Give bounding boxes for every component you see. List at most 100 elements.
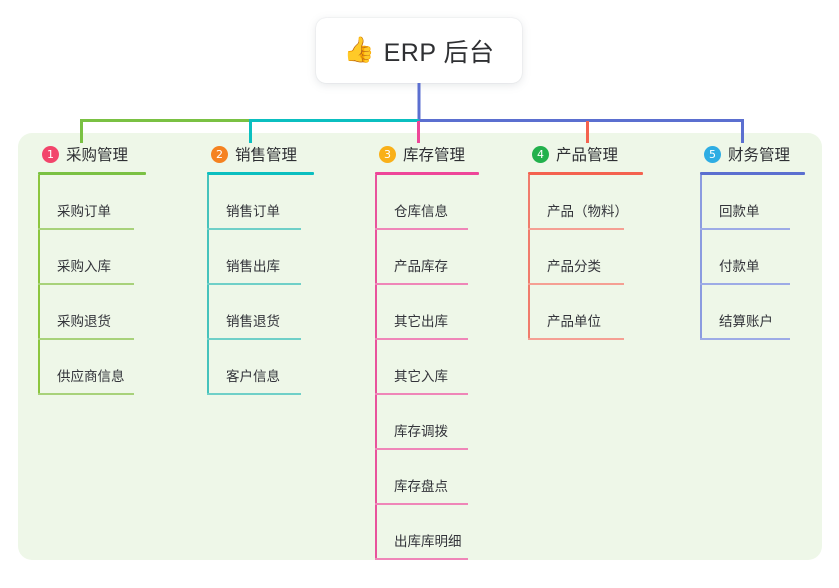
branch-header-rule: [700, 172, 805, 175]
branch-header-rule: [207, 172, 314, 175]
branch-item[interactable]: 结算账户: [700, 285, 805, 340]
branch-title: 库存管理: [403, 147, 466, 164]
branch-item[interactable]: 付款单: [700, 230, 805, 285]
branch-items: 回款单付款单结算账户: [700, 175, 805, 340]
branch-items: 采购订单采购入库采购退货供应商信息: [38, 175, 146, 395]
branch-column-采购管理: 1 采购管理采购订单采购入库采购退货供应商信息: [38, 143, 146, 395]
branch-column-财务管理: 5 财务管理回款单付款单结算账户: [700, 143, 805, 340]
branch-item[interactable]: 产品单位: [528, 285, 643, 340]
branch-item[interactable]: 库存调拨: [375, 395, 479, 450]
branch-title: 销售管理: [235, 147, 298, 164]
branch-item-label: 结算账户: [719, 314, 773, 329]
branch-items: 仓库信息产品库存其它出库其它入库库存调拨库存盘点出库库明细: [375, 175, 479, 560]
branch-item-label: 出库库明细: [394, 534, 462, 549]
branch-item-label: 供应商信息: [57, 369, 125, 384]
branch-header-库存管理[interactable]: 3 库存管理: [375, 143, 479, 165]
branch-item-label: 采购订单: [57, 204, 111, 219]
branch-item-rule: [375, 448, 468, 450]
branch-item-rule: [375, 283, 468, 285]
branch-title: 采购管理: [66, 147, 129, 164]
branch-header-采购管理[interactable]: 1 采购管理: [38, 143, 146, 165]
branch-index-badge: 1: [42, 145, 59, 163]
branch-header-财务管理[interactable]: 5 财务管理: [700, 143, 805, 165]
branch-header-销售管理[interactable]: 2 销售管理: [207, 143, 314, 165]
branch-item[interactable]: 出库库明细: [375, 505, 479, 560]
thumbs-up-icon: 👍: [343, 36, 375, 64]
branch-item-label: 仓库信息: [394, 204, 448, 219]
branch-item-rule: [375, 558, 468, 560]
branch-item-label: 产品库存: [394, 259, 448, 274]
branch-item-rule: [38, 283, 134, 285]
branch-item-label: 采购退货: [57, 314, 111, 329]
root-node-content: 👍 ERP 后台: [343, 33, 494, 69]
branch-item-label: 销售退货: [226, 314, 280, 329]
branch-item-label: 销售出库: [226, 259, 280, 274]
branch-item[interactable]: 销售出库: [207, 230, 314, 285]
branch-header-产品管理[interactable]: 4 产品管理: [528, 143, 643, 165]
branch-column-库存管理: 3 库存管理仓库信息产品库存其它出库其它入库库存调拨库存盘点出库库明细: [375, 143, 479, 560]
branch-spine: [38, 175, 40, 395]
branch-index-badge: 3: [379, 145, 396, 163]
branch-item-rule: [528, 338, 624, 340]
branch-spine: [207, 175, 209, 395]
branch-item[interactable]: 产品库存: [375, 230, 479, 285]
branch-header-rule: [375, 172, 479, 175]
branch-item-rule: [528, 283, 624, 285]
branch-item-label: 其它入库: [394, 369, 448, 384]
branch-item-rule: [207, 393, 301, 395]
branch-item-label: 产品（物料）: [547, 204, 628, 219]
branch-header-rule: [38, 172, 146, 175]
branch-item[interactable]: 回款单: [700, 175, 805, 230]
branch-item[interactable]: 销售订单: [207, 175, 314, 230]
branch-item-label: 销售订单: [226, 204, 280, 219]
branch-item-rule: [375, 393, 468, 395]
branch-item-rule: [38, 393, 134, 395]
branch-spine: [700, 175, 702, 340]
branch-item[interactable]: 供应商信息: [38, 340, 146, 395]
branch-item-rule: [375, 338, 468, 340]
branch-items: 销售订单销售出库销售退货客户信息: [207, 175, 314, 395]
branch-item-rule: [700, 338, 790, 340]
branch-title: 产品管理: [556, 147, 619, 164]
branch-item-label: 产品单位: [547, 314, 601, 329]
branch-item[interactable]: 其它出库: [375, 285, 479, 340]
branch-item-label: 其它出库: [394, 314, 448, 329]
branch-item-label: 客户信息: [226, 369, 280, 384]
branch-spine: [528, 175, 530, 340]
branch-item[interactable]: 销售退货: [207, 285, 314, 340]
branch-item-rule: [207, 338, 301, 340]
branch-title: 财务管理: [728, 147, 791, 164]
branch-item-rule: [528, 228, 624, 230]
branch-item[interactable]: 产品（物料）: [528, 175, 643, 230]
branch-spine: [375, 175, 377, 560]
branch-item-label: 库存盘点: [394, 479, 448, 494]
branch-item-rule: [375, 503, 468, 505]
branch-index-badge: 5: [704, 145, 721, 163]
root-node-card[interactable]: 👍 ERP 后台: [316, 18, 522, 83]
branch-item-rule: [207, 283, 301, 285]
branch-item-label: 付款单: [719, 259, 760, 274]
branch-item-label: 库存调拨: [394, 424, 448, 439]
branch-item[interactable]: 库存盘点: [375, 450, 479, 505]
branch-index-badge: 2: [211, 145, 228, 163]
branch-item[interactable]: 采购订单: [38, 175, 146, 230]
branch-item[interactable]: 客户信息: [207, 340, 314, 395]
branch-item-rule: [700, 228, 790, 230]
branch-item-label: 采购入库: [57, 259, 111, 274]
branch-item-label: 产品分类: [547, 259, 601, 274]
branch-column-产品管理: 4 产品管理产品（物料） 产品分类产品单位: [528, 143, 643, 340]
root-node-label: ERP 后台: [383, 38, 495, 67]
branch-item[interactable]: 采购退货: [38, 285, 146, 340]
branch-item[interactable]: 产品分类: [528, 230, 643, 285]
branch-item-rule: [700, 283, 790, 285]
branch-index-badge: 4: [532, 145, 549, 163]
branch-item-rule: [375, 228, 468, 230]
branch-item-rule: [38, 338, 134, 340]
branch-item-rule: [207, 228, 301, 230]
branch-column-销售管理: 2 销售管理销售订单销售出库销售退货客户信息: [207, 143, 314, 395]
branch-item[interactable]: 采购入库: [38, 230, 146, 285]
branch-item[interactable]: 其它入库: [375, 340, 479, 395]
branch-item-label: 回款单: [719, 204, 760, 219]
branch-item[interactable]: 仓库信息: [375, 175, 479, 230]
